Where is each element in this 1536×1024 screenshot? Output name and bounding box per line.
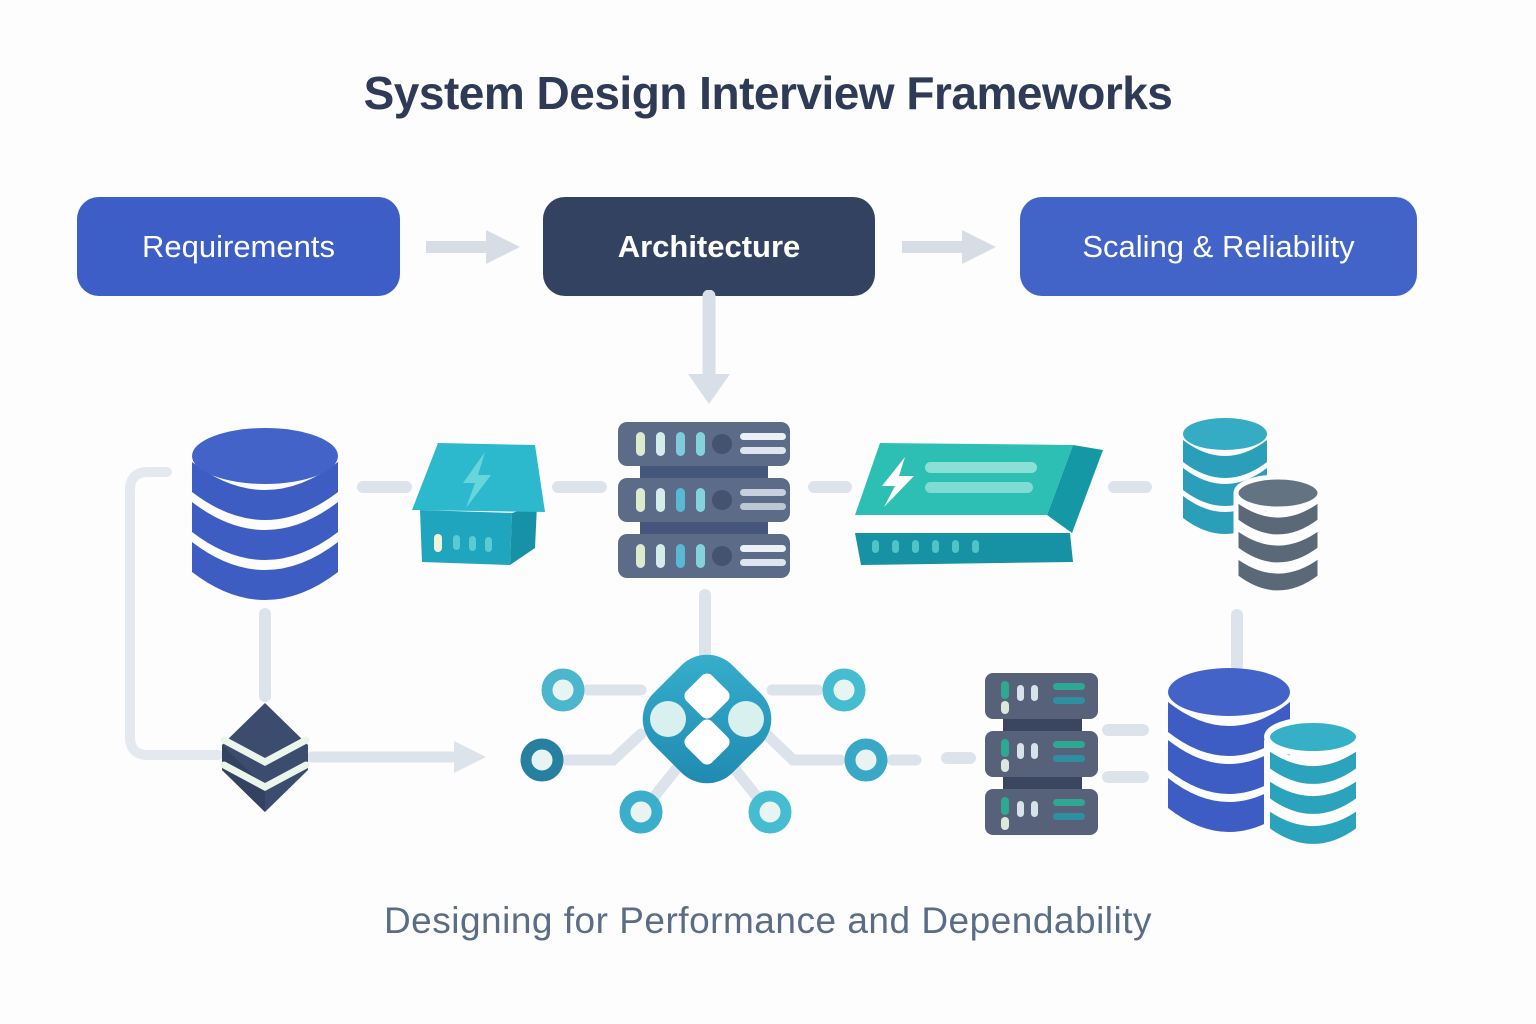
database-icon bbox=[192, 428, 338, 600]
caption-text: Designing for Performance and Dependabil… bbox=[383, 900, 1153, 941]
database-cluster-icon bbox=[1168, 668, 1362, 850]
storage-layers-icon bbox=[220, 703, 310, 812]
flow-step-label: Architecture bbox=[617, 228, 801, 264]
node-ring-icon bbox=[619, 790, 663, 834]
database-replica-icon bbox=[1183, 418, 1323, 596]
arrow-right-icon bbox=[902, 230, 996, 264]
network-hub-icon bbox=[520, 654, 888, 834]
arrow-right-head-icon bbox=[454, 741, 486, 773]
cache-node-icon bbox=[412, 443, 545, 565]
node-ring-icon bbox=[822, 668, 866, 712]
node-ring-icon bbox=[748, 790, 792, 834]
flow-step-label: Requirements bbox=[142, 228, 335, 264]
arrow-right-icon bbox=[426, 230, 520, 264]
flow-step-architecture: Architecture bbox=[543, 197, 875, 296]
flash-layer-icon bbox=[855, 443, 1103, 565]
server-rack-small-icon bbox=[985, 673, 1098, 835]
architecture-diagram bbox=[125, 290, 1362, 850]
node-ring-icon bbox=[844, 738, 888, 782]
flow-step-requirements: Requirements bbox=[77, 197, 400, 296]
node-ring-icon bbox=[541, 668, 585, 712]
page-title: System Design Interview Frameworks bbox=[363, 67, 1173, 119]
arrow-down-head-icon bbox=[688, 374, 730, 404]
flow-step-scaling-reliability: Scaling & Reliability bbox=[1020, 197, 1417, 296]
node-ring-icon bbox=[520, 738, 564, 782]
flow-step-label: Scaling & Reliability bbox=[1082, 228, 1355, 264]
connector-lines bbox=[125, 290, 1243, 808]
server-rack-icon bbox=[618, 422, 790, 578]
